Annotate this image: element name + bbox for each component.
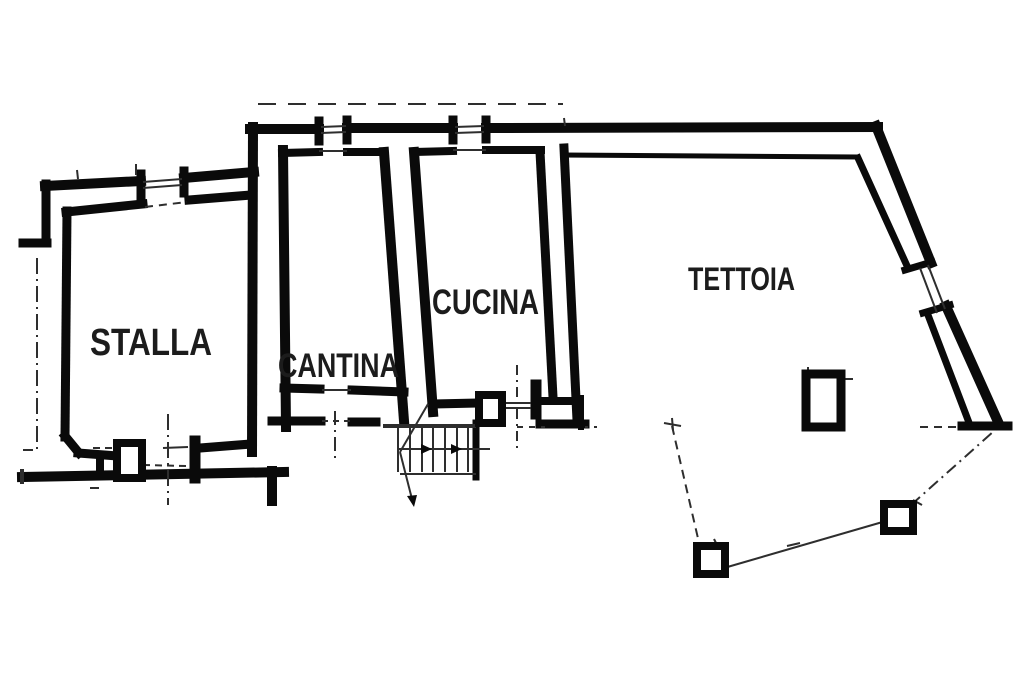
- tettoia-pillar: [801, 369, 846, 432]
- tettoia-boundary-dashdot: [910, 430, 995, 506]
- stair-break-line: [399, 403, 429, 453]
- tettoia-diagonal-outer: [939, 299, 1006, 431]
- cucina-door-pier: [475, 391, 506, 427]
- window-pane: [454, 125, 485, 128]
- tettoia-boundary-dashed: [671, 425, 701, 548]
- window-pane: [162, 446, 189, 449]
- tettoia-diagonal-inner: [853, 153, 913, 273]
- tettoia-post: [880, 500, 917, 535]
- window-pane: [927, 264, 946, 310]
- stalla-top-inner: [184, 190, 256, 205]
- cantina-top-inner: [277, 147, 324, 158]
- tick: [76, 169, 79, 180]
- window-pane: [142, 184, 183, 189]
- stalla-bottom-outer: [16, 466, 290, 483]
- cucina-right-inner: [535, 147, 558, 402]
- room-label-tettoia: TETTOIA: [688, 261, 795, 297]
- window-dashed: [144, 201, 188, 208]
- tick: [786, 542, 801, 547]
- window-jamb: [900, 257, 937, 275]
- stalla-bottom-inner: [195, 439, 256, 453]
- cucina-bottom-inner: [428, 398, 484, 409]
- room-label-stalla: STALLA: [90, 322, 212, 364]
- cantina-bottom-inner: [347, 385, 409, 397]
- stair-direction-arrowhead: [421, 444, 432, 454]
- cantina-left-wall: [277, 144, 292, 433]
- window-pane: [919, 267, 938, 314]
- tettoia-diagonal-outer: [869, 119, 938, 270]
- window-pane: [454, 131, 485, 134]
- divider-wall: [378, 146, 410, 427]
- tettoia-post: [693, 542, 729, 578]
- plan-labels: STALLA CANTINA CUCINA TETTOIA: [90, 261, 795, 385]
- tick: [563, 117, 566, 127]
- tettoia-diagonal-inner: [923, 310, 973, 425]
- plan-geometry: [16, 103, 1013, 578]
- window-pane: [320, 131, 347, 134]
- divider-wall: [408, 146, 439, 418]
- cucina-right-outer: [559, 143, 582, 425]
- stair-direction-arrowhead: [451, 444, 462, 454]
- tettoia-top-inner: [560, 152, 859, 160]
- stair-break-line: [399, 451, 414, 504]
- stalla-top-inner: [61, 199, 148, 217]
- stalla-right-wall: [246, 121, 259, 458]
- stalla-top-outer: [39, 175, 147, 192]
- room-label-cucina: CUCINA: [432, 283, 539, 322]
- stalla-door-pier: [113, 439, 146, 482]
- cantina-bottom-inner: [279, 383, 325, 394]
- stair-break-arrowhead: [407, 495, 417, 507]
- top-wall: [480, 121, 884, 134]
- window-pane: [142, 178, 183, 183]
- cucina-top-inner: [409, 146, 458, 157]
- room-label-cantina: CANTINA: [278, 347, 399, 385]
- window-dashed: [142, 464, 187, 467]
- window-pane: [320, 125, 347, 128]
- tettoia-boundary: [723, 520, 887, 569]
- stalla-top-outer: [178, 166, 260, 184]
- stalla-left-inner: [60, 206, 72, 442]
